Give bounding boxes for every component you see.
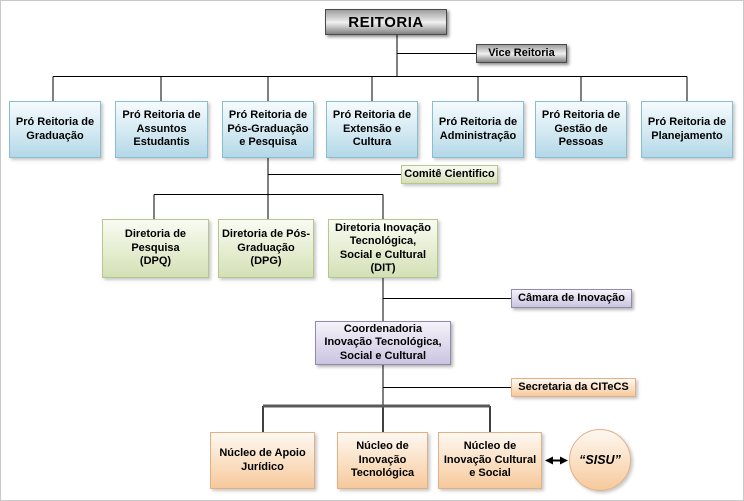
tree-connectors <box>52 35 688 432</box>
node-label: Diretoria de Pesquisa (DPQ) <box>124 228 187 268</box>
node-label: Coordenadoria Inovação Tecnológica, Soci… <box>324 322 442 362</box>
node-label: Diretoria Inovação Tecnológica, Social e… <box>335 221 431 275</box>
node-reitoria: REITORIA <box>325 9 447 35</box>
double-arrow-icon <box>545 456 568 465</box>
node-label: “SISU” <box>579 453 621 467</box>
node-nucleo-inovacao-cultural-social: Núcleo de Inovação Cultural e Social <box>438 432 542 489</box>
node-nucleo-apoio-juridico: Núcleo de Apoio Jurídico <box>210 432 315 489</box>
node-pro-reitoria-pos-graduacao-pesquisa: Pró Reitoria de Pós-Graduação e Pesquisa <box>222 101 314 158</box>
node-label: Comitê Cientifico <box>404 167 495 180</box>
node-pro-reitoria-assuntos-estudantis: Pró Reitoria de Assuntos Estudantis <box>115 101 208 158</box>
node-label: Pró Reitoria de Pós-Graduação e Pesquisa <box>227 109 309 149</box>
node-nucleo-inovacao-tecnologica: Núcleo de Inovação Tecnológica <box>337 432 428 489</box>
node-label: Pró Reitoria de Planejamento <box>647 116 727 142</box>
node-label: Diretoria de Pós- Graduação (DPG) <box>221 228 311 268</box>
node-pro-reitoria-administracao: Pró Reitoria de Administração <box>432 101 524 158</box>
node-label: REITORIA <box>348 13 424 31</box>
node-label: Núcleo de Inovação Tecnológica <box>350 440 415 480</box>
node-label: Núcleo de Inovação Cultural e Social <box>443 440 537 480</box>
node-label: Pró Reitoria de Assuntos Estudantis <box>122 109 201 149</box>
node-vice-reitoria: Vice Reitoria <box>476 44 567 63</box>
node-pro-reitoria-extensao-cultura: Pró Reitoria de Extensão e Cultura <box>326 101 418 158</box>
node-comite-cientifico: Comitê Cientifico <box>401 165 498 184</box>
node-label: Pró Reitoria de Extensão e Cultura <box>332 109 412 149</box>
node-pro-reitoria-gestao-pessoas: Pró Reitoria de Gestão de Pessoas <box>535 101 627 158</box>
node-label: Pró Reitoria de Administração <box>438 116 518 142</box>
node-label: Vice Reitoria <box>488 46 555 59</box>
node-label: Pró Reitoria de Gestão de Pessoas <box>541 109 621 149</box>
node-diretoria-inovacao-dit: Diretoria Inovação Tecnológica, Social e… <box>328 219 438 278</box>
node-label: Pró Reitoria de Graduação <box>15 116 95 142</box>
node-coordenadoria-citecs: Coordenadoria Inovação Tecnológica, Soci… <box>315 321 451 365</box>
node-diretoria-pos-graduacao-dpg: Diretoria de Pós- Graduação (DPG) <box>218 219 314 278</box>
node-diretoria-pesquisa-dpq: Diretoria de Pesquisa (DPQ) <box>102 219 209 278</box>
node-label: Núcleo de Apoio Jurídico <box>219 447 306 473</box>
node-pro-reitoria-graduacao: Pró Reitoria de Graduação <box>9 101 101 158</box>
node-label: Câmara de Inovação <box>518 291 625 304</box>
node-sisu-circle: “SISU” <box>569 429 631 491</box>
node-secretaria-citecs: Secretaria da CITeCS <box>511 378 636 397</box>
node-camara-inovacao: Câmara de Inovação <box>511 289 632 308</box>
node-pro-reitoria-planejamento: Pró Reitoria de Planejamento <box>641 101 733 158</box>
node-label: Secretaria da CITeCS <box>518 380 629 393</box>
